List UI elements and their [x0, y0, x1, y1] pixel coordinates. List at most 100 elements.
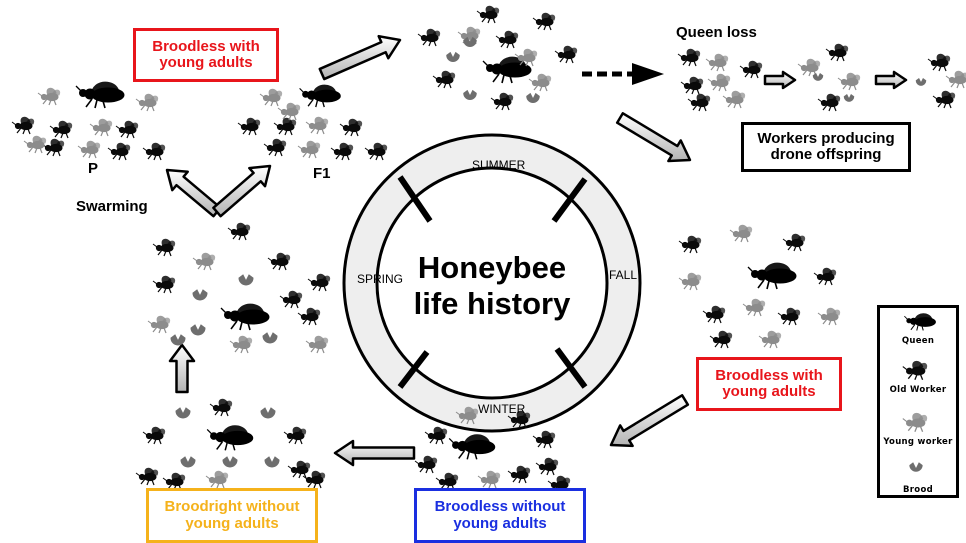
young-worker-icon	[528, 73, 552, 92]
brood-icon	[192, 289, 208, 301]
young-worker-icon	[837, 72, 861, 91]
queen-bee-icon	[220, 303, 270, 331]
young-worker-icon	[229, 335, 253, 354]
old-worker-icon	[237, 117, 261, 136]
legend-brood-label: Brood	[903, 485, 933, 495]
brood-icon	[843, 94, 855, 102]
old-worker-icon	[152, 238, 176, 257]
old-worker-icon	[414, 455, 438, 474]
legend-queen-label: Queen	[901, 336, 935, 346]
old-worker-icon	[273, 117, 297, 136]
brood-icon	[526, 93, 540, 103]
young-worker-icon	[305, 335, 329, 354]
old-worker-icon	[495, 30, 519, 49]
arrow-to-fall-colony	[615, 112, 692, 163]
young-worker-icon	[297, 140, 321, 159]
box-line: Broodless with	[715, 366, 823, 384]
brood-icon	[170, 334, 186, 346]
legend-brood-icon	[909, 462, 923, 472]
old-worker-icon	[107, 142, 131, 161]
queen-bee-icon	[747, 262, 797, 290]
young-worker-icon	[23, 135, 47, 154]
box-line: Broodright without	[164, 498, 300, 515]
old-worker-icon	[142, 426, 166, 445]
legend: Queen Old Worker Young worker Brood	[877, 305, 959, 498]
title-line-2: life history	[413, 285, 571, 321]
swarming-label: Swarming	[76, 198, 148, 215]
queen-bee-icon	[298, 84, 342, 108]
brood-icon	[915, 78, 927, 86]
old-worker-icon	[330, 142, 354, 161]
queen-loss-arrow	[582, 63, 664, 85]
old-worker-icon	[49, 120, 73, 139]
arrow-to-broodright-colony	[333, 439, 416, 467]
legend-young-worker-icon	[902, 412, 928, 433]
legend-old-worker-label: Old Worker	[889, 385, 947, 395]
old-worker-icon	[476, 5, 500, 24]
old-worker-icon	[279, 290, 303, 309]
old-worker-icon	[432, 70, 456, 89]
young-worker-icon	[707, 73, 731, 92]
young-worker-icon	[147, 315, 171, 334]
old-worker-icon	[554, 45, 578, 64]
brood-icon	[812, 73, 824, 81]
young-worker-icon	[742, 298, 766, 317]
box-line: young adults	[722, 383, 816, 400]
queen-bee-icon	[75, 81, 125, 109]
old-worker-icon	[507, 465, 531, 484]
old-worker-icon	[932, 90, 956, 109]
season-ring	[342, 133, 642, 433]
title-line-1: Honeybee	[417, 250, 567, 285]
old-worker-icon	[825, 43, 849, 62]
brood-icon	[262, 332, 278, 344]
box-line: Broodless with	[152, 37, 260, 55]
old-worker-icon	[687, 93, 711, 112]
young-worker-icon	[192, 252, 216, 271]
old-worker-icon	[283, 426, 307, 445]
swarm-arrow-parent	[165, 168, 222, 218]
season-winter: WINTER	[478, 402, 526, 416]
old-worker-icon	[532, 12, 556, 31]
young-worker-icon	[77, 140, 101, 159]
arrow-drone-1	[763, 70, 797, 90]
parent-colony-label: P	[88, 160, 99, 177]
young-worker-icon	[797, 58, 821, 77]
young-worker-icon	[135, 93, 159, 112]
old-worker-icon	[927, 53, 951, 72]
old-worker-icon	[287, 460, 311, 479]
legend-young-worker-label: Young worker	[883, 437, 953, 447]
swarm-arrow-f1	[212, 164, 272, 218]
old-worker-icon	[782, 233, 806, 252]
legend-old-worker-icon	[902, 360, 928, 381]
daughter-colony-label: F1	[313, 165, 331, 182]
old-worker-icon	[227, 222, 251, 241]
old-worker-icon	[777, 307, 801, 326]
old-worker-icon	[302, 470, 326, 489]
old-worker-icon	[115, 120, 139, 139]
old-worker-icon	[417, 28, 441, 47]
old-worker-icon	[209, 398, 233, 417]
young-worker-icon	[722, 90, 746, 109]
brood-icon	[238, 274, 254, 286]
young-worker-icon	[89, 118, 113, 137]
old-worker-icon	[263, 138, 287, 157]
brood-icon	[264, 456, 280, 468]
cycle-arrows	[165, 34, 908, 467]
brood-icon	[222, 456, 238, 468]
old-worker-icon	[152, 275, 176, 294]
young-worker-icon	[37, 87, 61, 106]
arrow-drone-2	[874, 70, 908, 90]
old-worker-icon	[709, 330, 733, 349]
old-worker-icon	[297, 307, 321, 326]
brood-icon	[175, 407, 191, 419]
young-worker-icon	[705, 53, 729, 72]
old-worker-icon	[267, 252, 291, 271]
old-worker-icon	[739, 60, 763, 79]
old-worker-icon	[142, 142, 166, 161]
queen-loss-label: Queen loss	[676, 24, 757, 41]
young-worker-icon	[678, 272, 702, 291]
